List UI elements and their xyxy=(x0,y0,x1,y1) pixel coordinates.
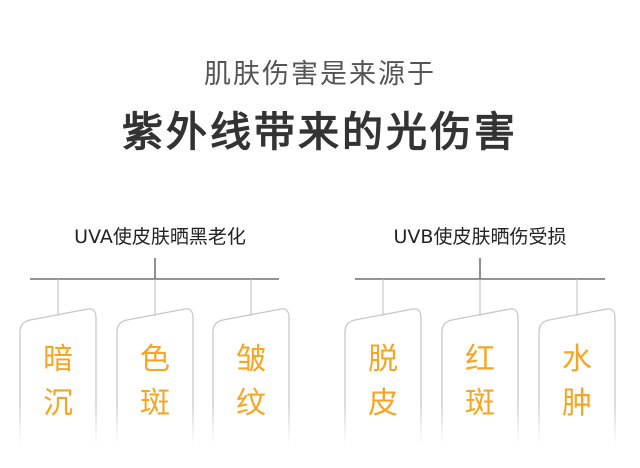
card-outline xyxy=(344,308,422,445)
symptom-char: 皮 xyxy=(368,386,398,421)
symptom-char: 色 xyxy=(140,342,170,377)
uva-connector xyxy=(19,258,290,445)
symptom-card: 红斑 xyxy=(442,338,518,426)
card-outline xyxy=(212,308,290,445)
symptom-char: 斑 xyxy=(465,386,495,421)
symptom-char: 水 xyxy=(562,342,592,377)
subtitle: 肌肤伤害是来源于 xyxy=(204,59,436,90)
symptom-char: 斑 xyxy=(140,386,170,421)
uvb-group-label: UVB使皮肤晒伤受损 xyxy=(393,226,567,248)
card-outline xyxy=(116,308,194,445)
symptom-card: 水肿 xyxy=(539,338,615,426)
symptom-card: 暗沉 xyxy=(20,338,96,426)
symptom-card: 色斑 xyxy=(117,338,193,426)
symptom-char: 肿 xyxy=(562,386,592,421)
page-title: 紫外线带来的光伤害 xyxy=(122,108,518,156)
uva-group-label: UVA使皮肤晒黑老化 xyxy=(74,226,246,248)
card-outline xyxy=(19,308,97,445)
symptom-char: 纹 xyxy=(236,386,266,421)
symptom-char: 皱 xyxy=(236,342,266,377)
symptom-char: 沉 xyxy=(43,386,73,421)
symptom-char: 红 xyxy=(465,342,495,377)
symptom-card: 皱纹 xyxy=(213,338,289,426)
symptom-card: 脱皮 xyxy=(345,338,421,426)
symptom-char: 脱 xyxy=(368,342,398,377)
uvb-connector xyxy=(344,258,616,445)
card-outline xyxy=(441,308,519,445)
card-outline xyxy=(538,308,616,445)
symptom-char: 暗 xyxy=(43,342,73,377)
